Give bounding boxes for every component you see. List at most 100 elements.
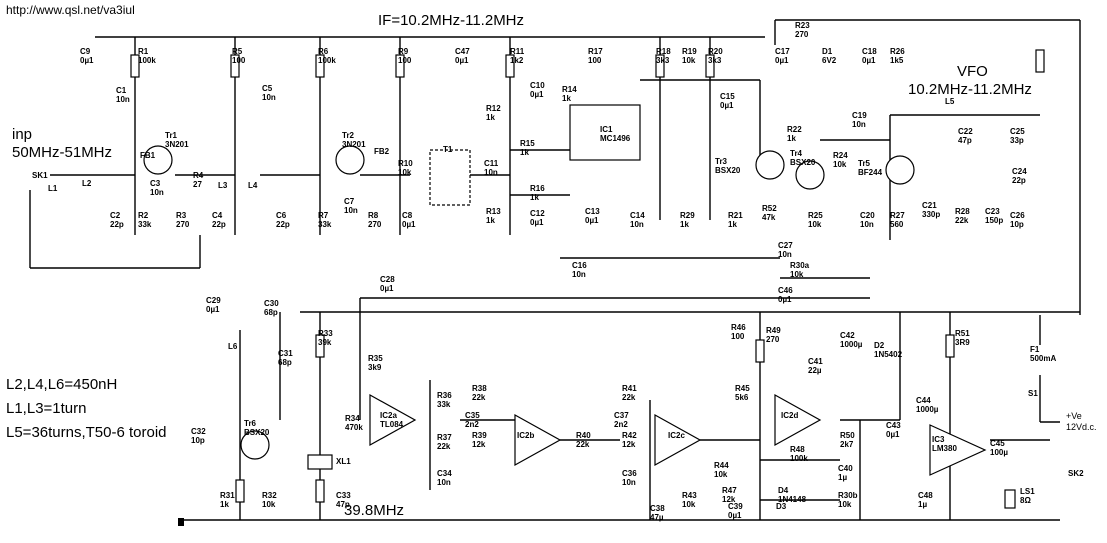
component-value: 560 [890,220,904,229]
component-ref: Tr5 [858,159,871,168]
component-value: 47p [336,500,350,509]
component-value: 47p [958,136,972,145]
component-value: 100 [398,56,412,65]
component-ref: IC2a [380,411,397,420]
component-value: 1000µ [916,405,939,414]
component-ref: Tr1 [165,131,178,140]
component-value: 100 [588,56,602,65]
component-value: 10n [630,220,644,229]
component-ref: R35 [368,354,383,363]
component-ref: R49 [766,326,781,335]
component-ref: R31 [220,491,235,500]
component-value: 47k [762,213,776,222]
component-value: 0µ1 [206,305,220,314]
component-ref: R30b [838,491,858,500]
component-ref: C2 [110,211,121,220]
component-ref: C12 [530,209,545,218]
component-ref: C11 [484,159,499,168]
component-ref: R32 [262,491,277,500]
component-value: 10p [191,436,205,445]
component-value: 3R9 [955,338,970,347]
component-ref: R45 [735,384,750,393]
component-ref: R48 [790,445,805,454]
component-ref: R43 [682,491,697,500]
component-value: 39k [318,338,332,347]
component-ref: C47 [455,47,470,56]
component-ref: R29 [680,211,695,220]
component-value: 22µ [808,366,822,375]
supply-voltage-label: 12Vd.c. [1066,422,1097,432]
component-ref: R39 [472,431,487,440]
component-value: 1N5402 [874,350,903,359]
component-ref: R9 [398,47,409,56]
component-value: 22p [276,220,290,229]
component-ref: C42 [840,331,855,340]
component-bodies [130,49,1045,509]
component-value: 68p [278,358,292,367]
component-value: 10n [116,95,130,104]
component-ref: R18 [656,47,671,56]
component-ref: C21 [922,201,937,210]
component-ref: R50 [840,431,855,440]
component-ref: C20 [860,211,875,220]
component-ref: F1 [1030,345,1040,354]
component-value: MC1496 [600,134,631,143]
component-ref: R21 [728,211,743,220]
component-value: 10n [860,220,874,229]
component-ref: R37 [437,433,452,442]
component-value: 1k2 [510,56,524,65]
component-value: 1k5 [890,56,904,65]
component-ref: R1 [138,47,149,56]
component-ref: LS1 [1020,487,1035,496]
component-value: 22k [622,393,636,402]
component-value: 1k [486,216,495,225]
component-value: 22k [437,442,451,451]
component-value: 0µ1 [402,220,416,229]
component-value: 3N201 [342,140,366,149]
component-ref: R2 [138,211,149,220]
component-value: 100k [138,56,156,65]
component-value: 3k3 [708,56,722,65]
component-ref: S1 [1028,389,1038,398]
component-ref: C1 [116,86,127,95]
component-ref: C46 [778,286,793,295]
component-ref: R4 [193,171,204,180]
component-value: 2n2 [465,420,479,429]
component-value: 10n [262,93,276,102]
component-ref: C43 [886,421,901,430]
component-ref: L1 [48,184,58,193]
component-value: 1k [520,148,529,157]
supply-label: +Ve [1066,411,1082,421]
component-ref: L3 [218,181,228,190]
component-value: 100µ [990,448,1008,457]
component-value: 1k [220,500,229,509]
component-ref: L6 [228,342,238,351]
component-value: BF244 [858,168,883,177]
component-value: 500mA [1030,354,1057,363]
component-value: 68p [264,308,278,317]
component-ref: C24 [1012,167,1027,176]
component-ref: C6 [276,211,287,220]
component-value: 0µ1 [455,56,469,65]
component-value: 22p [110,220,124,229]
component-ref: C48 [918,491,933,500]
component-value: 1k [728,220,737,229]
component-ref: C30 [264,299,279,308]
component-value: 330p [922,210,941,219]
component-ref: R24 [833,151,848,160]
source-url: http://www.qsl.net/va3iul [6,3,135,17]
component-value: 22k [955,216,969,225]
component-value: 10k [398,168,412,177]
component-ref: R14 [562,85,577,94]
if-range-title: IF=10.2MHz-11.2MHz [378,12,525,29]
component-ref: R8 [368,211,379,220]
component-ref: D4 [778,486,789,495]
component-ref: R27 [890,211,905,220]
component-ref: T1 [443,145,453,154]
component-ref: C4 [212,211,223,220]
component-ref: SK2 [1068,469,1084,478]
component-ref: C9 [80,47,91,56]
component-value: 1N4148 [778,495,807,504]
component-ref: C18 [862,47,877,56]
vfo-label: VFO [957,63,988,80]
